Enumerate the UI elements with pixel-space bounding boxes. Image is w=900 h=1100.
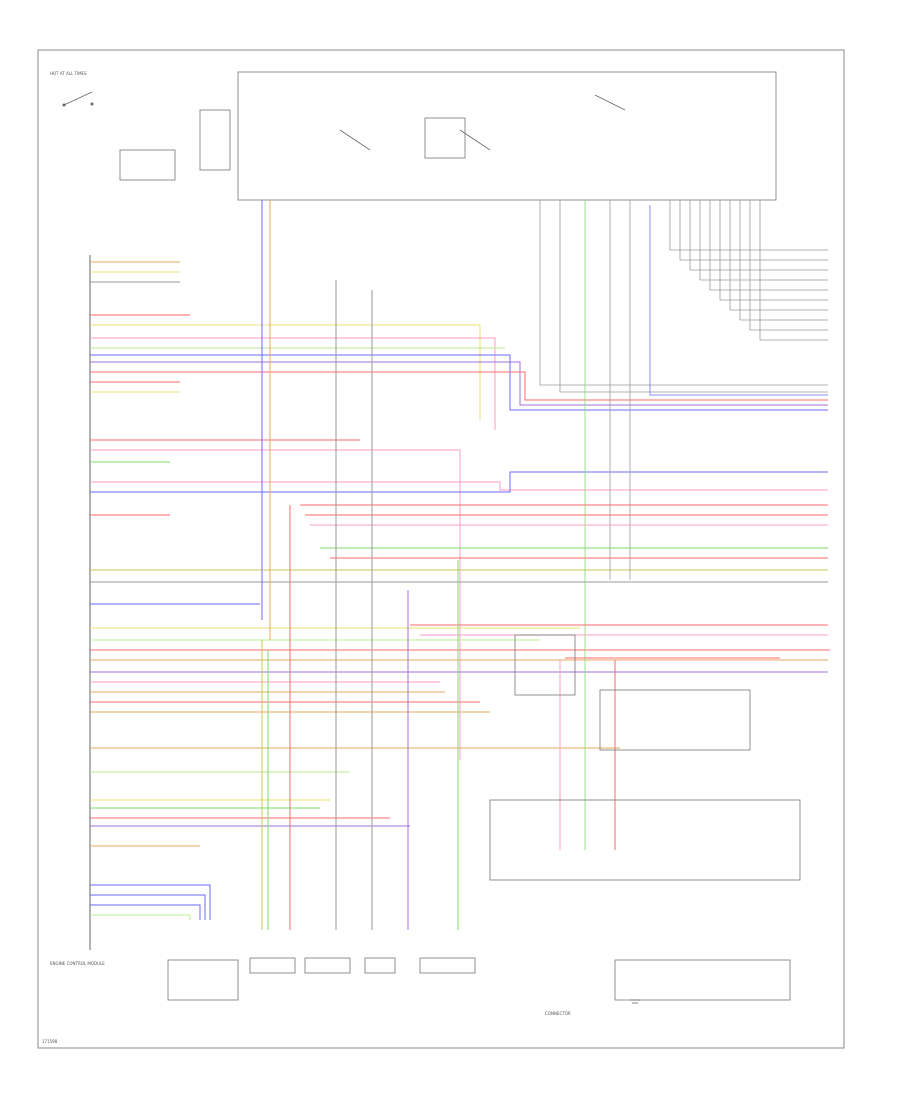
connector-box-4 [364, 957, 396, 974]
relay-3-icon [594, 94, 626, 111]
relay-1-icon [339, 129, 371, 151]
wire-gray-bundle-7 [729, 200, 828, 311]
connector-box-5 [419, 957, 476, 974]
diagram-frame [37, 49, 845, 1049]
ground-icon [630, 999, 640, 1004]
right-wire-bundle [539, 200, 828, 850]
module-box-1 [514, 634, 576, 696]
connector-box-3 [304, 957, 351, 974]
figure-code: 171598 [42, 1039, 58, 1044]
module-box-2 [599, 689, 751, 751]
ignition-switch-icon [63, 91, 93, 106]
connector-box-2 [249, 957, 296, 974]
wire-gray-bundle-8 [739, 200, 828, 321]
wire-gray-bundle-9 [749, 200, 828, 331]
wire-gray-bundle-1 [669, 200, 828, 251]
wire-gray-bundle-10 [759, 200, 828, 341]
wire-blue-4 [90, 884, 211, 920]
ecm-label: ENGINE CONTROL MODULE [50, 961, 105, 966]
wire-blue-vertical [649, 205, 828, 396]
vertical-wires [261, 200, 616, 930]
wire-blue-1 [90, 354, 828, 411]
top-switch-box [237, 71, 777, 201]
wire-gray-bundle-6 [719, 200, 828, 301]
top-components [62, 71, 777, 201]
ecm-wires [90, 261, 830, 920]
wire-blue-2 [90, 471, 828, 493]
relay-2-icon [459, 129, 491, 151]
wire-pink-2 [90, 449, 461, 760]
eps-sensor-box [119, 149, 176, 181]
connector-box-6 [614, 959, 791, 1001]
wire-blue-5 [90, 894, 206, 920]
wire-pink-1 [90, 337, 496, 430]
wire-red-2 [90, 371, 828, 401]
wire-gray-bundle-3 [689, 200, 828, 271]
bottom-connectors [167, 957, 791, 1001]
wire-blue-6 [90, 904, 201, 920]
wire-gray-bundle-12 [559, 200, 828, 393]
ignition-switch-label: HOT AT ALL TIMES [50, 71, 87, 76]
lower-right-wires [300, 504, 828, 659]
module-box-3 [489, 799, 801, 881]
wire-green-6 [90, 914, 191, 920]
wire-yellow-2 [90, 324, 481, 420]
connector-box-1 [167, 959, 239, 1001]
fuse-box [199, 109, 231, 171]
wire-gray-bundle-4 [699, 200, 828, 281]
wire-purple-1 [90, 361, 828, 406]
wire-gray-bundle-5 [709, 200, 828, 291]
main-relay-box [424, 117, 466, 159]
wire-gray-bundle-11 [539, 200, 828, 386]
switch-contact-icon-2 [90, 102, 94, 106]
connector-label: CONNECTOR [545, 1011, 571, 1016]
switch-contact-icon [62, 103, 66, 107]
mid-right-modules [489, 634, 801, 881]
wire-gray-bundle-2 [679, 200, 828, 261]
wire-pink-3 [90, 481, 828, 491]
